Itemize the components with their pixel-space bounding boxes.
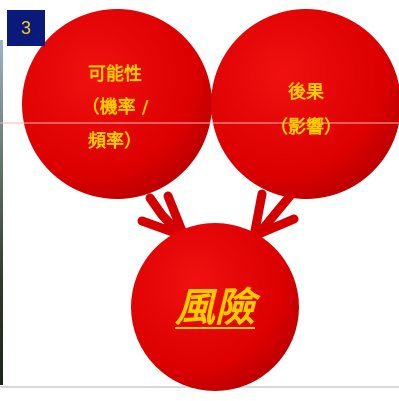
probability-sublabel-1: （機率 / bbox=[81, 97, 149, 118]
arrow-consequence-to-risk bbox=[257, 191, 295, 235]
risk-circle bbox=[131, 223, 299, 391]
page-number-badge: 3 bbox=[7, 10, 45, 46]
consequence-sublabel: （影響） bbox=[270, 117, 342, 138]
probability-circle bbox=[22, 9, 212, 199]
background-photo-edge bbox=[0, 40, 3, 385]
risk-label: 風險 bbox=[175, 285, 255, 331]
consequence-circle bbox=[211, 9, 399, 199]
arrow-probability-to-risk bbox=[145, 193, 181, 235]
consequence-label: 後果 bbox=[288, 82, 324, 103]
probability-sublabel-2: 頻率） bbox=[88, 131, 142, 152]
probability-label: 可能性 bbox=[88, 64, 142, 85]
